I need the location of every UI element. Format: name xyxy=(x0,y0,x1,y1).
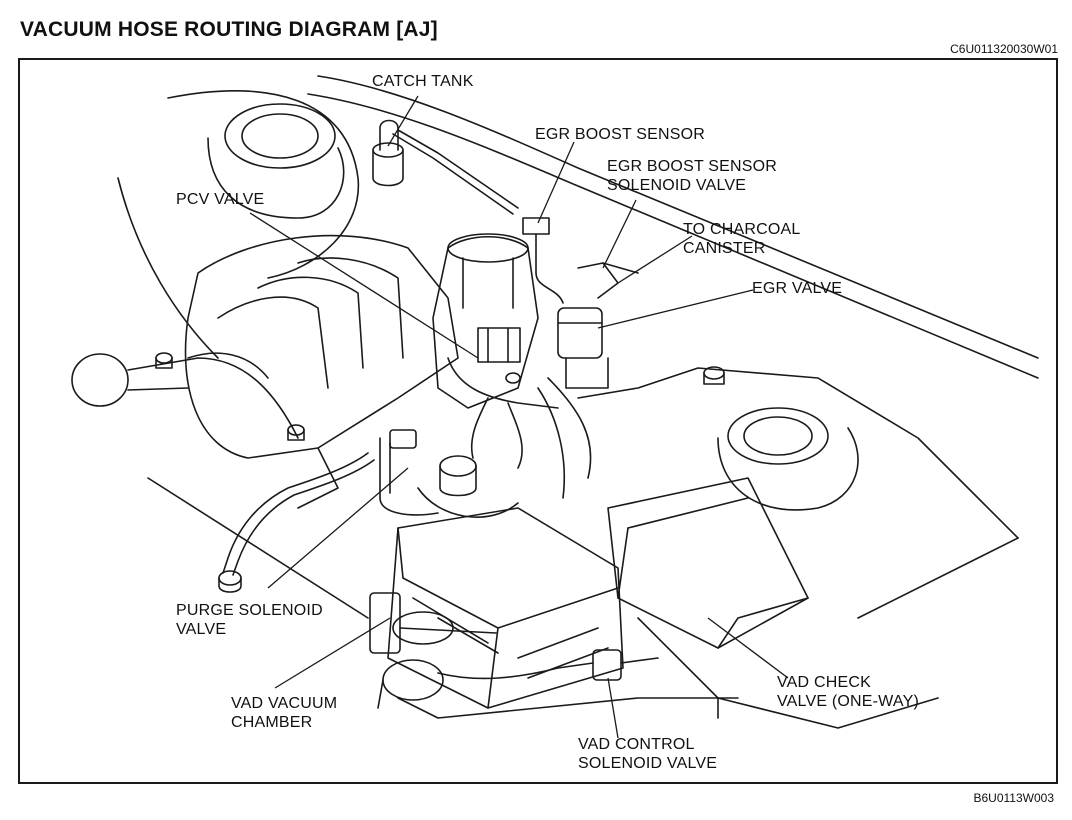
label-pcv-valve: PCV VALVE xyxy=(176,191,265,208)
right-strut-tower xyxy=(703,366,859,511)
lower-hose xyxy=(218,452,375,593)
catch-tank xyxy=(372,119,519,215)
leader-lines xyxy=(249,95,789,739)
vad-control-solenoid xyxy=(437,649,659,681)
label-egr-valve: EGR VALVE xyxy=(752,280,843,297)
label-vad-control-solenoid-valve: VAD CONTROL SOLENOID VALVE xyxy=(578,736,718,772)
label-egr-boost-sensor: EGR BOOST SENSOR xyxy=(535,126,706,143)
right-fender xyxy=(577,367,1019,729)
page-title: VACUUM HOSE ROUTING DIAGRAM [AJ] xyxy=(20,18,438,41)
bolts xyxy=(155,352,521,441)
lower-body-lines xyxy=(147,477,739,719)
hose-cluster xyxy=(447,357,592,499)
left-ball-joint xyxy=(71,353,299,439)
body-outline xyxy=(117,75,1039,379)
label-vad-check-valve: VAD CHECK VALVE (ONE-WAY) xyxy=(777,674,919,710)
document-code-bottom: B6U0113W003 xyxy=(973,791,1055,805)
label-egr-boost-sensor-solenoid-valve: EGR BOOST SENSOR SOLENOID VALVE xyxy=(607,158,778,194)
engine-bay-drawing xyxy=(71,75,1039,739)
surge-tank xyxy=(432,233,539,409)
label-vad-vacuum-chamber: VAD VACUUM CHAMBER xyxy=(231,695,338,731)
vad-vacuum-chamber xyxy=(369,592,497,709)
label-purge-solenoid-valve: PURGE SOLENOID VALVE xyxy=(176,602,323,638)
diagram-frame xyxy=(18,58,1058,784)
label-catch-tank: CATCH TANK xyxy=(372,73,474,90)
air-cleaner-box xyxy=(387,507,624,709)
document-code-top: C6U011320030W01 xyxy=(950,42,1058,56)
label-to-charcoal-canister: TO CHARCOAL CANISTER xyxy=(683,221,801,257)
egr-assembly xyxy=(522,217,639,389)
intake-manifold xyxy=(184,234,459,509)
battery-box xyxy=(607,477,809,649)
left-strut-tower xyxy=(207,103,345,219)
